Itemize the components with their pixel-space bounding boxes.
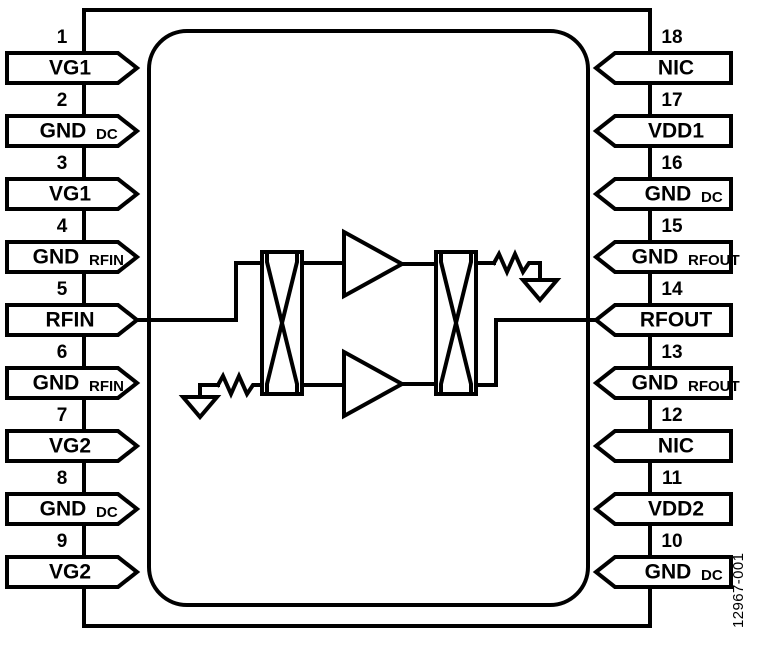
right-pin-15-label: GND [632,246,679,269]
right-pin-11-label: VDD2 [648,498,704,521]
left-pin-6[interactable]: GND RFIN 6 [5,342,141,400]
left-pin-5[interactable]: RFIN 5 [5,279,141,337]
figure-id-label: 12967-001 [730,553,747,628]
right-pin-10-number: 10 [661,531,682,552]
left-pin-9-number: 9 [57,531,68,552]
left-pin-3[interactable]: VG1 3 [5,153,141,211]
left-pin-6-number: 6 [57,342,68,363]
left-pin-4-sub: RFIN [89,252,124,269]
right-pin-10[interactable]: GND DC 10 [592,531,733,589]
left-pin-9[interactable]: VG2 9 [5,531,141,589]
left-pin-2-sub: DC [96,126,118,143]
right-pin-16-label: GND [645,183,692,206]
left-pin-1-label: VG1 [49,57,91,80]
left-pin-8-number: 8 [57,468,68,489]
right-pin-13-number: 13 [661,342,682,363]
left-pin-2-number: 2 [57,90,68,111]
left-pin-5-label: RFIN [46,309,95,332]
left-pin-4[interactable]: GND RFIN 4 [5,216,141,274]
right-pin-15-sub: RFOUT [688,252,740,269]
right-pin-11-number: 11 [662,468,683,489]
right-pin-14-number: 14 [661,279,683,300]
right-pin-15-number: 15 [661,216,683,237]
right-pin-10-label: GND [645,561,692,584]
right-pin-18[interactable]: NIC 18 [592,27,733,85]
right-pin-16-sub: DC [701,189,723,206]
right-pin-12[interactable]: NIC 12 [592,405,733,463]
left-pin-6-sub: RFIN [89,378,124,395]
left-pin-7[interactable]: VG2 7 [5,405,141,463]
right-pin-17-label: VDD1 [648,120,704,143]
right-pin-13-sub: RFOUT [688,378,740,395]
left-pin-3-label: VG1 [49,183,91,206]
left-pin-7-number: 7 [57,405,68,426]
left-pin-8-label: GND [40,498,87,521]
left-pin-8[interactable]: GND DC 8 [5,468,141,526]
right-pin-10-sub: DC [701,567,723,584]
left-pin-8-sub: DC [96,504,118,521]
left-pin-4-label: GND [33,246,80,269]
left-pin-2[interactable]: GND DC 2 [5,90,141,148]
right-pin-13-label: GND [632,372,679,395]
right-pin-18-label: NIC [658,57,694,80]
internal-circuit [135,228,599,421]
left-pin-2-label: GND [40,120,87,143]
left-pin-6-label: GND [33,372,80,395]
right-pin-group: NIC 18 VDD1 17 GND DC 16 GND RFOUT 15 [592,27,740,589]
left-pin-1-number: 1 [57,27,68,48]
right-pin-16[interactable]: GND DC 16 [592,153,733,211]
left-pin-1[interactable]: VG1 1 [5,27,141,85]
right-pin-14[interactable]: RFOUT 14 [592,279,733,337]
left-pin-7-label: VG2 [49,435,91,458]
right-pin-12-number: 12 [661,405,682,426]
right-pin-11[interactable]: VDD2 11 [592,468,733,526]
right-pin-12-label: NIC [658,435,694,458]
right-pin-17-number: 17 [661,90,682,111]
left-pin-5-number: 5 [57,279,68,300]
right-pin-18-number: 18 [661,27,682,48]
right-pin-13[interactable]: GND RFOUT 13 [592,342,740,400]
left-pin-3-number: 3 [57,153,68,174]
right-pin-16-number: 16 [661,153,682,174]
right-pin-14-label: RFOUT [640,309,712,332]
figure-id: 12967-001 [730,553,747,628]
right-pin-15[interactable]: GND RFOUT 15 [592,216,740,274]
left-pin-4-number: 4 [57,216,68,237]
left-pin-group: VG1 1 GND DC 2 VG1 3 GND RFIN 4 [5,27,141,589]
left-pin-9-label: VG2 [49,561,91,584]
right-pin-17[interactable]: VDD1 17 [592,90,733,148]
